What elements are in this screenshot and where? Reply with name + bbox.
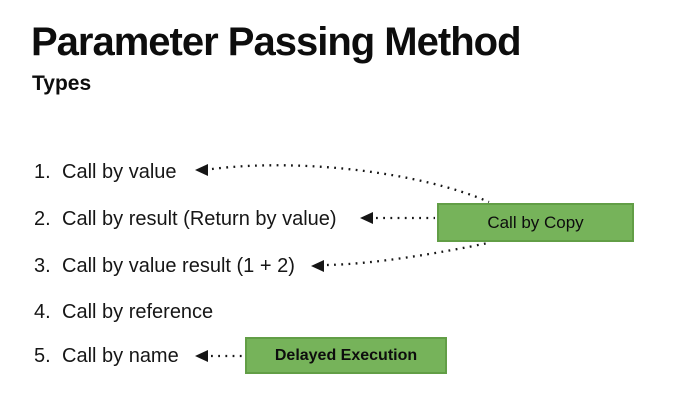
list-number: 3. xyxy=(34,255,51,277)
list-item-label: Call by value xyxy=(62,161,177,183)
arrowhead-icon xyxy=(195,164,208,176)
list-number: 2. xyxy=(34,208,51,230)
arrow-copy-to-call-by-result xyxy=(360,212,435,224)
list-number: 5. xyxy=(34,345,51,367)
arrow-copy-to-call-by-value xyxy=(195,164,490,204)
list-item-label: Call by value result (1 + 2) xyxy=(62,255,295,277)
list-item-label: Call by name xyxy=(62,345,179,367)
arrowhead-icon xyxy=(360,212,373,224)
list-item-label: Call by result (Return by value) xyxy=(62,208,337,230)
arrow-delayed-to-call-by-name xyxy=(195,350,242,362)
page-subtitle: Types xyxy=(32,72,92,95)
list-item-call-by-reference: 4. Call by reference xyxy=(34,301,213,324)
call-by-copy-label: Call by Copy xyxy=(487,212,584,232)
call-by-copy-box: Call by Copy xyxy=(437,203,634,242)
arrow-copy-to-call-by-value-result xyxy=(311,241,489,272)
delayed-execution-box: Delayed Execution xyxy=(245,337,447,374)
list-item-call-by-value: 1. Call by value xyxy=(34,161,177,184)
delayed-execution-label: Delayed Execution xyxy=(274,346,418,364)
list-item-call-by-result: 2. Call by result (Return by value) xyxy=(34,208,337,231)
page-title: Parameter Passing Method xyxy=(31,20,521,64)
arrowhead-icon xyxy=(311,260,324,272)
list-item-label: Call by reference xyxy=(62,301,214,323)
arrowhead-icon xyxy=(195,350,208,362)
list-number: 4. xyxy=(34,301,51,323)
list-item-call-by-value-result: 3. Call by value result (1 + 2) xyxy=(34,255,295,278)
list-item-call-by-name: 5. Call by name xyxy=(34,345,179,368)
list-number: 1. xyxy=(34,161,51,183)
